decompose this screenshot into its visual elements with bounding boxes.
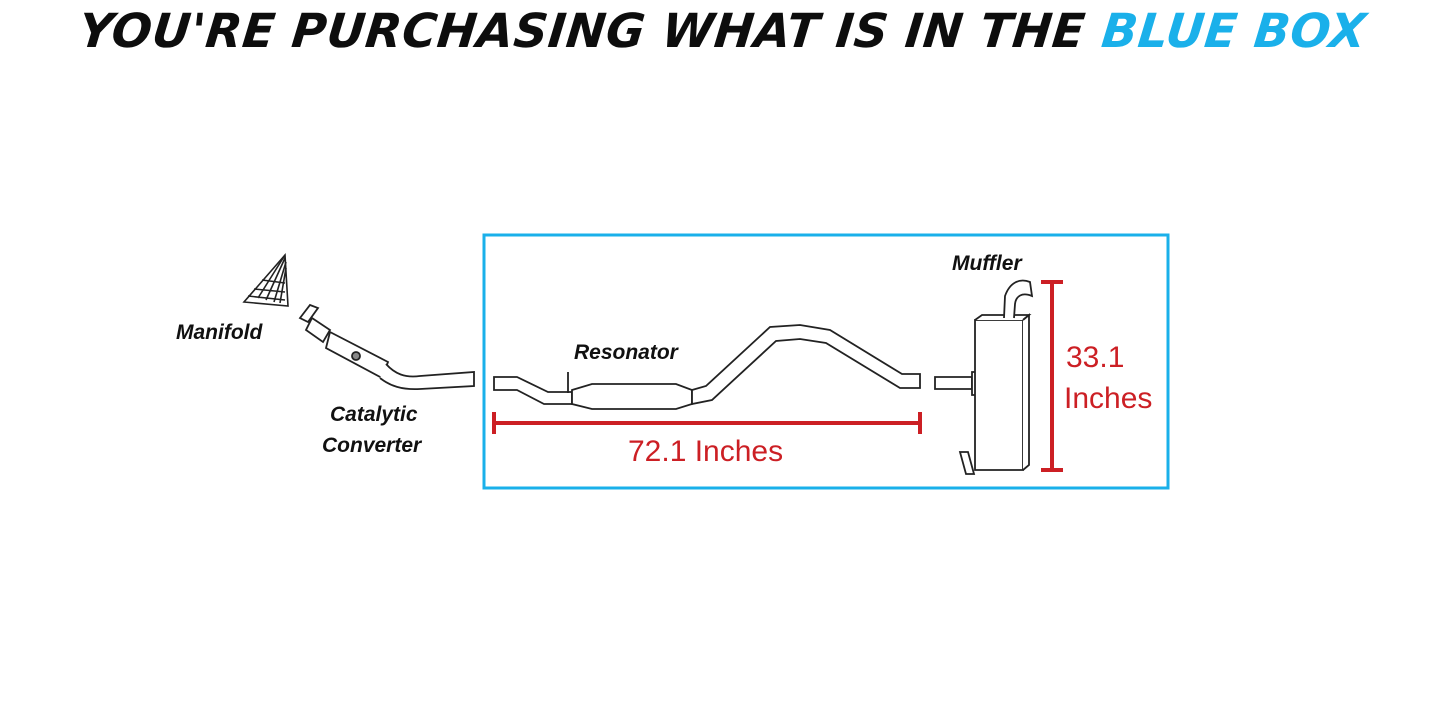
height-dimension-label-line1: 33.1	[1066, 341, 1124, 374]
height-dimension	[1041, 280, 1063, 472]
catalytic-converter-part	[298, 303, 475, 391]
blue-box	[482, 233, 1170, 490]
height-dimension-label-line2: Inches	[1064, 382, 1152, 415]
catalytic-label-line2: Converter	[322, 434, 423, 457]
length-dimension	[492, 412, 922, 434]
resonator-label: Resonator	[574, 341, 680, 364]
catalytic-label-line1: Catalytic	[330, 403, 418, 426]
manifold-part	[242, 252, 289, 307]
manifold-label: Manifold	[176, 321, 263, 344]
length-dimension-label: 72.1 Inches	[628, 435, 783, 468]
muffler-label: Muffler	[952, 252, 1023, 275]
resonator-pipe	[493, 324, 921, 410]
muffler-part	[934, 279, 1034, 475]
